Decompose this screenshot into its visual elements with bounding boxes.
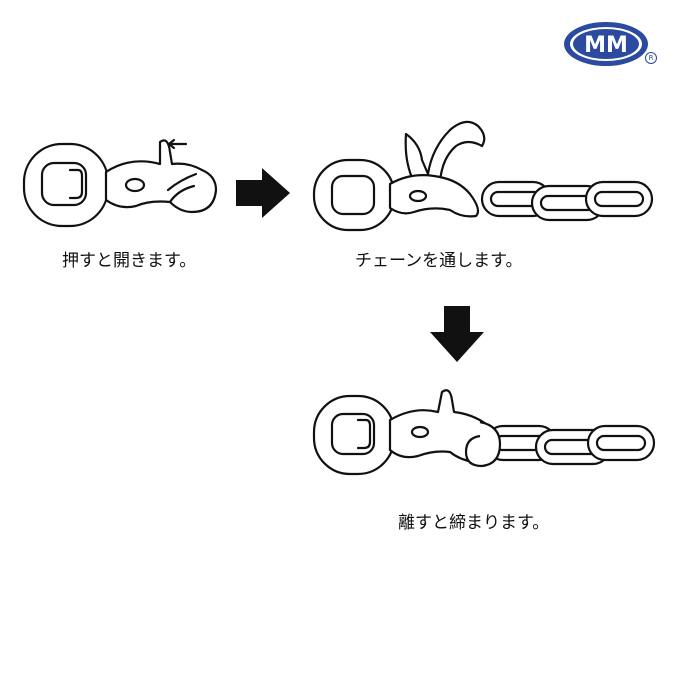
- step-1-caption: 押すと開きます。: [62, 251, 197, 271]
- step-2-caption: チェーンを通します。: [355, 251, 523, 271]
- arrow-down-icon: [430, 306, 484, 362]
- registered-mark: R: [645, 52, 657, 64]
- snap-hook-pressed-illustration: [22, 138, 218, 228]
- snap-hook-closed-illustration: [312, 389, 656, 476]
- arrow-right-icon: [236, 168, 290, 218]
- snap-hook-chain-insert-illustration: [312, 120, 654, 232]
- brand-logo-text: MM: [584, 33, 628, 58]
- step-3-caption: 離すと締まります。: [398, 513, 550, 533]
- brand-logo: MM: [564, 22, 648, 66]
